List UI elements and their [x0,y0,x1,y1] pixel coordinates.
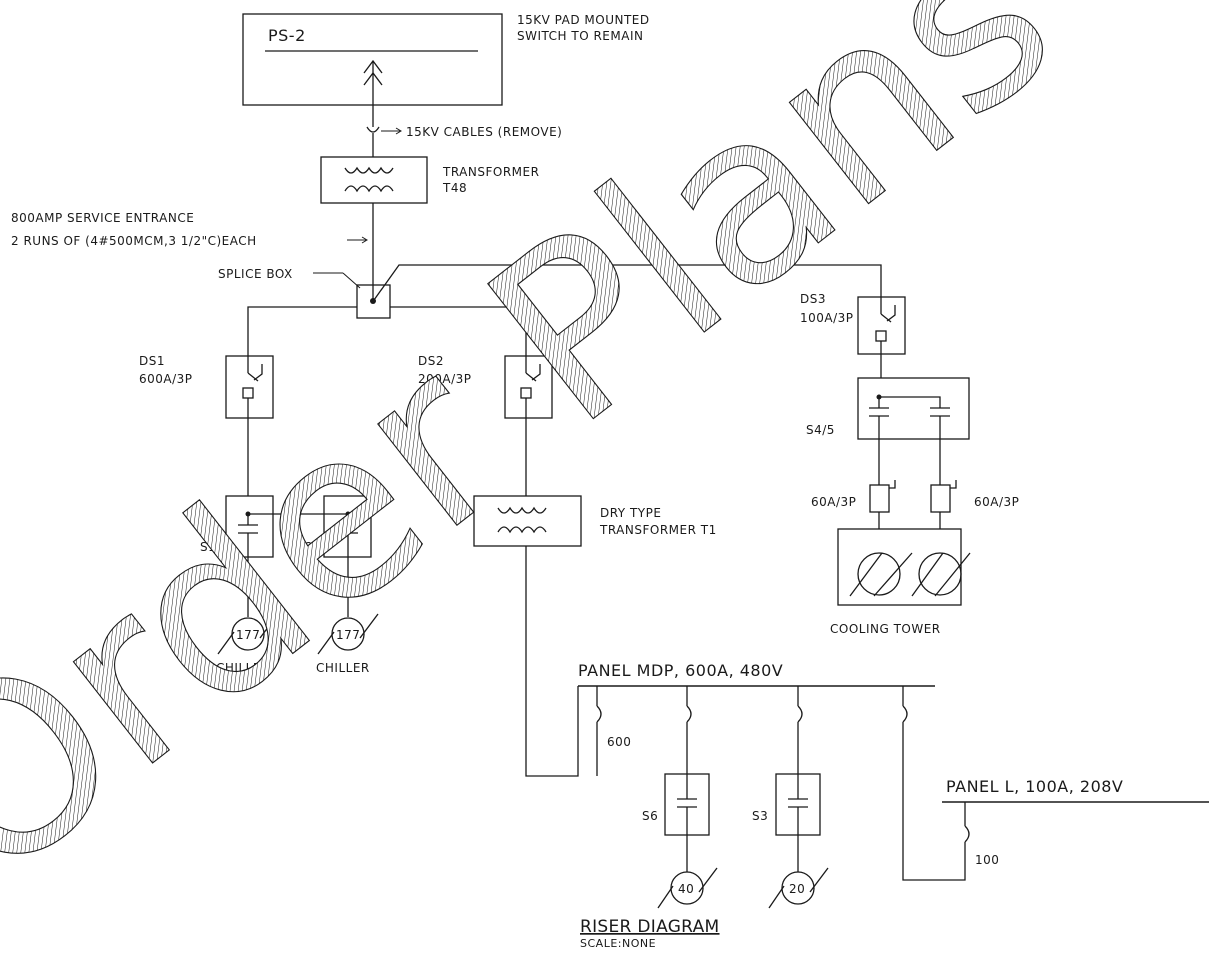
cable-connector-symbol [363,59,402,157]
distribution-feeders [247,264,882,356]
s6-starter [664,773,710,872]
motor-20-rating: 20 [789,882,805,896]
diagram-title: RISER DIAGRAM [580,917,720,937]
ds3-name: DS3 [800,292,826,306]
s45-starter [857,377,970,485]
splice-box-label: SPLICE BOX [218,267,293,281]
ds2-rating: 200A/3P [418,372,472,386]
service-entrance-line1: 800AMP SERVICE ENTRANCE [11,211,194,225]
s1-starter [225,495,274,617]
motor-40: 40 [657,867,718,909]
ds1-disconnect [225,355,274,496]
dry-type-transformer [473,495,582,777]
panel-l-label: PANEL L, 100A, 208V [946,777,1123,796]
transformer-t48 [320,156,428,285]
ds3-disconnect [857,296,906,378]
chiller-motor-1: 177 [217,613,279,655]
scale-label: SCALE:NONE [580,937,656,950]
transformer-label-line2: T48 [442,181,467,195]
panel-mdp-label: PANEL MDP, 600A, 480V [578,661,783,680]
dry-transformer-line2: TRANSFORMER T1 [599,523,717,537]
s3-starter [775,773,821,872]
cooling-tower-breakers [869,480,957,529]
panel-mdp: PANEL MDP, 600A, 480V [577,661,966,881]
service-entrance-line2: 2 RUNS OF (4#500MCM,3 1/2"C)EACH [11,234,257,248]
ds1-name: DS1 [139,354,165,368]
chiller-1-rating: 177 [236,628,260,642]
chiller-motor-2: 177 [317,613,379,655]
cables-label: 15KV CABLES (REMOVE) [406,125,562,139]
cooling-tower-breaker-left: 60A/3P [811,495,856,509]
s45-label: S4/5 [806,423,835,437]
cooling-tower [837,528,971,606]
panel-l-breaker: 100 [975,853,999,867]
motor-40-rating: 40 [678,882,694,896]
chiller-1-label: CHILLER [216,661,270,675]
ps2-note-line2: SWITCH TO REMAIN [517,29,643,43]
ds2-disconnect [504,355,553,496]
s1-label: S1 [200,540,216,554]
panel-l: PANEL L, 100A, 208V [942,777,1209,858]
transformer-label-line1: TRANSFORMER [442,165,539,179]
s3-label: S3 [752,809,768,823]
chiller-2-rating: 177 [336,628,360,642]
s2-starter [323,495,372,617]
ds2-name: DS2 [418,354,444,368]
cooling-tower-breaker-right: 60A/3P [974,495,1019,509]
ps2-note-line1: 15KV PAD MOUNTED [517,13,650,27]
splice-box: SPLICE BOX [218,267,391,319]
ds1-rating: 600A/3P [139,372,193,386]
motor-20: 20 [768,867,829,909]
ps2-name: PS-2 [268,26,306,45]
panel-mdp-breaker: 600 [607,735,631,749]
dry-transformer-line1: DRY TYPE [600,506,661,520]
cooling-tower-label: COOLING TOWER [830,622,941,636]
ds3-rating: 100A/3P [800,311,854,325]
s2-label: S2 [297,540,313,554]
s6-label: S6 [642,809,658,823]
chiller-2-label: CHILLER [316,661,370,675]
